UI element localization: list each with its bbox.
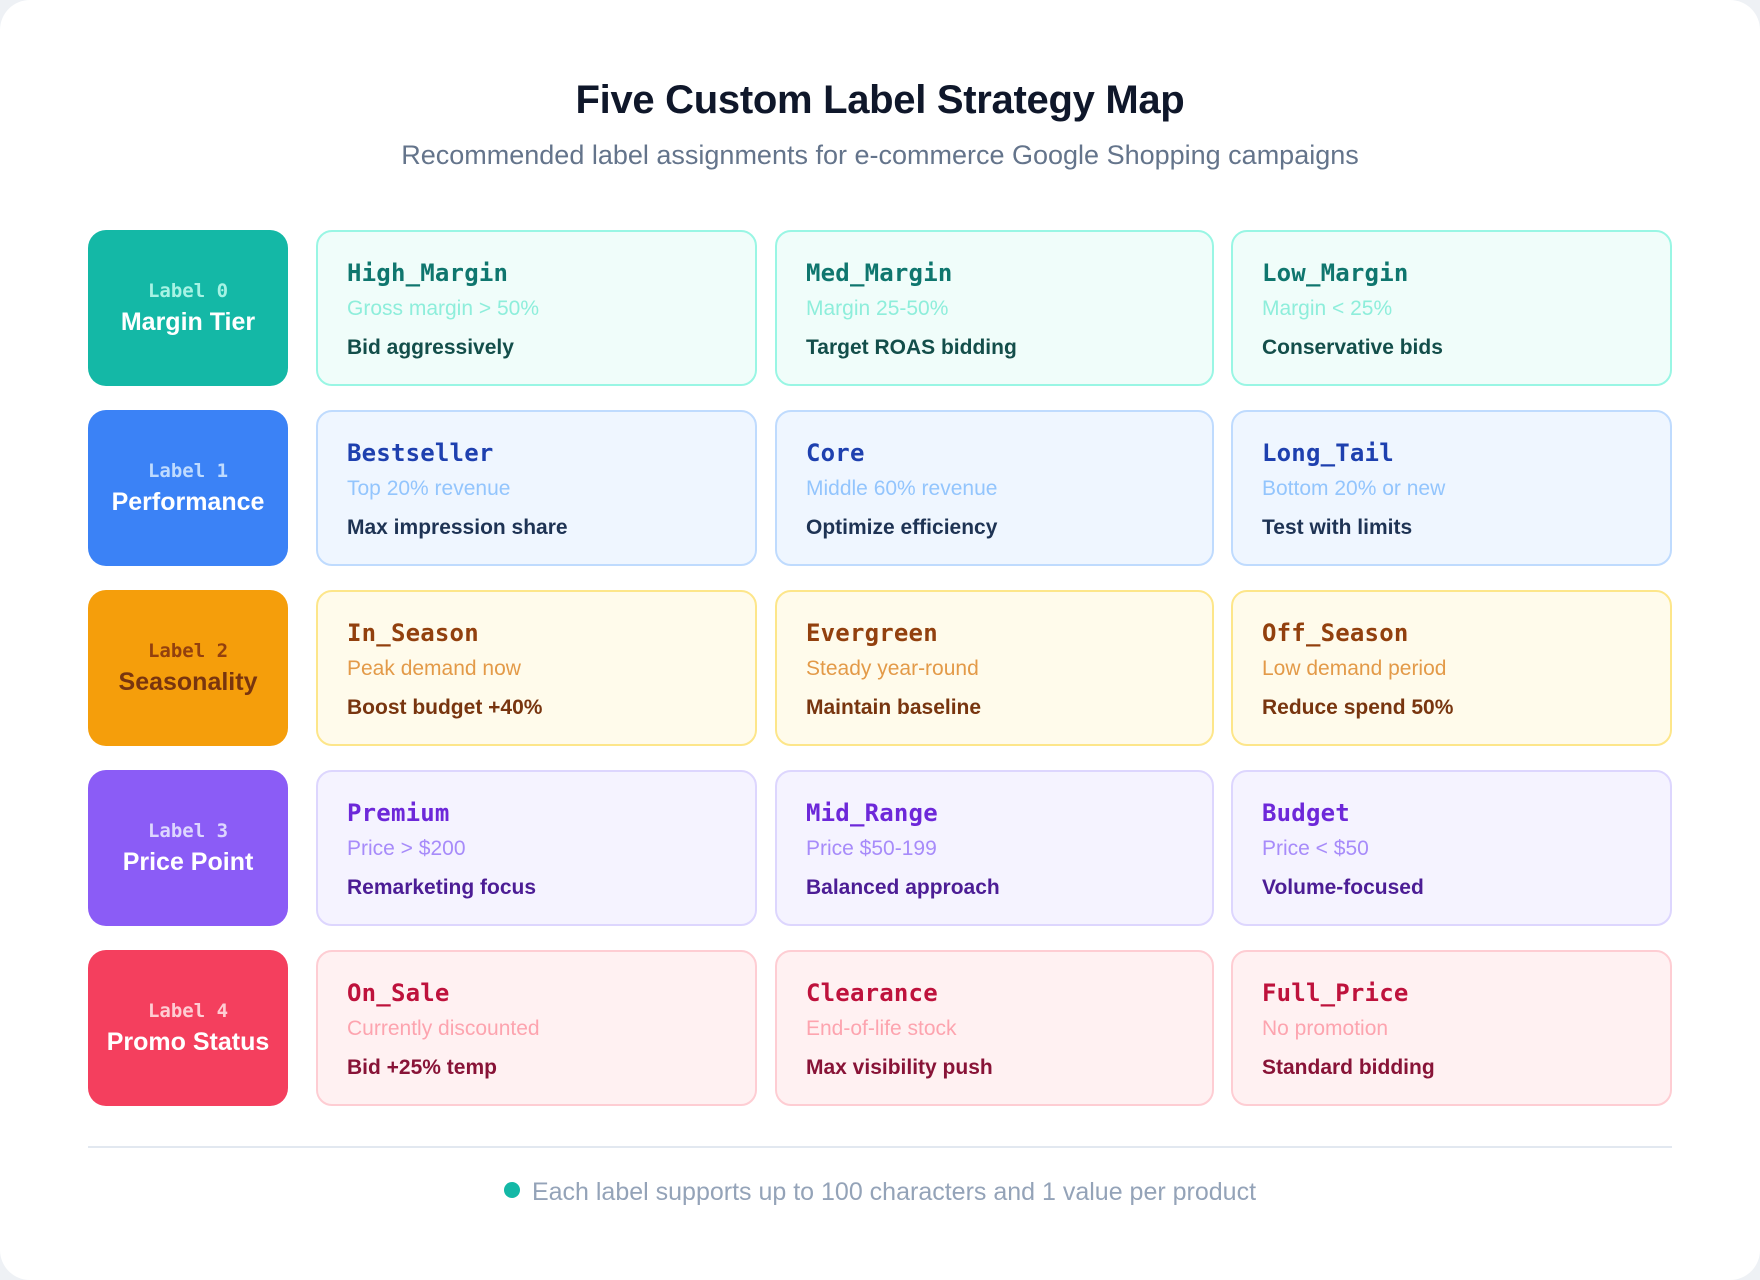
value-action: Max impression share xyxy=(347,516,568,539)
label-index: Label 1 xyxy=(147,460,229,482)
value-name: Evergreen xyxy=(806,619,938,647)
value-name: Bestseller xyxy=(347,439,494,467)
value-name: Core xyxy=(806,439,865,467)
value-action: Standard bidding xyxy=(1262,1056,1435,1079)
label-name: Price Point xyxy=(122,848,254,876)
value-condition: Peak demand now xyxy=(347,657,521,680)
value-card: Core Middle 60% revenue Optimize efficie… xyxy=(775,410,1214,566)
value-condition: Currently discounted xyxy=(347,1017,540,1040)
page-title: Five Custom Label Strategy Map xyxy=(575,78,1185,122)
bullet-dot-icon xyxy=(503,1182,520,1199)
value-card: Low_Margin Margin < 25% Conservative bid… xyxy=(1231,230,1672,386)
label-index: Label 3 xyxy=(147,820,229,842)
label-index: Label 0 xyxy=(147,280,229,302)
value-action: Max visibility push xyxy=(806,1056,993,1079)
value-condition: No promotion xyxy=(1262,1017,1389,1040)
value-card: Clearance End-of-life stock Max visibili… xyxy=(775,950,1214,1106)
value-condition: Price > $200 xyxy=(347,837,466,860)
value-card: In_Season Peak demand now Boost budget +… xyxy=(316,590,757,746)
value-action: Boost budget +40% xyxy=(347,696,543,719)
value-name: In_Season xyxy=(347,619,479,647)
value-action: Optimize efficiency xyxy=(806,516,998,539)
value-name: On_Sale xyxy=(347,979,450,1007)
value-condition: Price < $50 xyxy=(1262,837,1369,860)
value-card: Budget Price < $50 Volume-focused xyxy=(1231,770,1672,926)
value-action: Balanced approach xyxy=(806,876,1000,899)
value-card: Off_Season Low demand period Reduce spen… xyxy=(1231,590,1672,746)
value-condition: Steady year-round xyxy=(806,657,979,680)
label-name: Promo Status xyxy=(106,1028,270,1056)
label-badge: Label 0 Margin Tier xyxy=(88,230,288,386)
value-name: Budget xyxy=(1262,799,1350,827)
label-row-4: Label 4 Promo Status On_Sale Currently d… xyxy=(88,950,1672,1106)
value-condition: Margin < 25% xyxy=(1262,297,1393,320)
footer-note: Each label supports up to 100 characters… xyxy=(0,1176,1760,1208)
value-action: Reduce spend 50% xyxy=(1262,696,1454,719)
value-card: Long_Tail Bottom 20% or new Test with li… xyxy=(1231,410,1672,566)
value-card: Premium Price > $200 Remarketing focus xyxy=(316,770,757,926)
value-action: Maintain baseline xyxy=(806,696,982,719)
footer-divider xyxy=(88,1146,1672,1148)
value-name: Off_Season xyxy=(1262,619,1409,647)
value-condition: Price $50-199 xyxy=(806,837,937,860)
value-condition: Top 20% revenue xyxy=(347,477,511,500)
value-condition: Gross margin > 50% xyxy=(347,297,539,320)
value-action: Bid aggressively xyxy=(347,336,514,359)
label-row-2: Label 2 Seasonality In_Season Peak deman… xyxy=(88,590,1672,746)
value-action: Target ROAS bidding xyxy=(806,336,1017,359)
label-row-1: Label 1 Performance Bestseller Top 20% r… xyxy=(88,410,1672,566)
value-condition: Bottom 20% or new xyxy=(1262,477,1446,500)
label-badge: Label 3 Price Point xyxy=(88,770,288,926)
label-badge: Label 1 Performance xyxy=(88,410,288,566)
label-name: Margin Tier xyxy=(120,308,256,336)
value-card: Full_Price No promotion Standard bidding xyxy=(1231,950,1672,1106)
label-badge: Label 4 Promo Status xyxy=(88,950,288,1106)
value-action: Volume-focused xyxy=(1262,876,1424,899)
value-condition: Middle 60% revenue xyxy=(806,477,998,500)
value-name: High_Margin xyxy=(347,259,509,287)
value-card: High_Margin Gross margin > 50% Bid aggre… xyxy=(316,230,757,386)
value-card: Mid_Range Price $50-199 Balanced approac… xyxy=(775,770,1214,926)
value-name: Low_Margin xyxy=(1262,259,1409,287)
value-condition: End-of-life stock xyxy=(806,1017,957,1040)
value-card: Bestseller Top 20% revenue Max impressio… xyxy=(316,410,757,566)
value-card: On_Sale Currently discounted Bid +25% te… xyxy=(316,950,757,1106)
value-action: Remarketing focus xyxy=(347,876,537,899)
value-name: Mid_Range xyxy=(806,799,938,827)
value-name: Full_Price xyxy=(1262,979,1409,1007)
value-name: Med_Margin xyxy=(806,259,953,287)
value-action: Test with limits xyxy=(1262,516,1413,539)
value-action: Bid +25% temp xyxy=(347,1056,497,1079)
value-condition: Low demand period xyxy=(1262,657,1447,680)
value-name: Long_Tail xyxy=(1262,439,1394,467)
page-subtitle: Recommended label assignments for e-comm… xyxy=(401,140,1359,170)
label-name: Performance xyxy=(111,488,265,516)
label-index: Label 2 xyxy=(147,640,229,662)
label-index: Label 4 xyxy=(147,1000,229,1022)
value-card: Med_Margin Margin 25-50% Target ROAS bid… xyxy=(775,230,1214,386)
label-name: Seasonality xyxy=(118,668,258,696)
label-row-3: Label 3 Price Point Premium Price > $200… xyxy=(88,770,1672,926)
footer-note-text: Each label supports up to 100 characters… xyxy=(531,1178,1257,1206)
label-row-0: Label 0 Margin Tier High_Margin Gross ma… xyxy=(88,230,1672,386)
value-action: Conservative bids xyxy=(1262,336,1443,359)
value-condition: Margin 25-50% xyxy=(806,297,949,320)
label-badge: Label 2 Seasonality xyxy=(88,590,288,746)
value-card: Evergreen Steady year-round Maintain bas… xyxy=(775,590,1214,746)
value-name: Premium xyxy=(347,799,450,827)
value-name: Clearance xyxy=(806,979,938,1007)
